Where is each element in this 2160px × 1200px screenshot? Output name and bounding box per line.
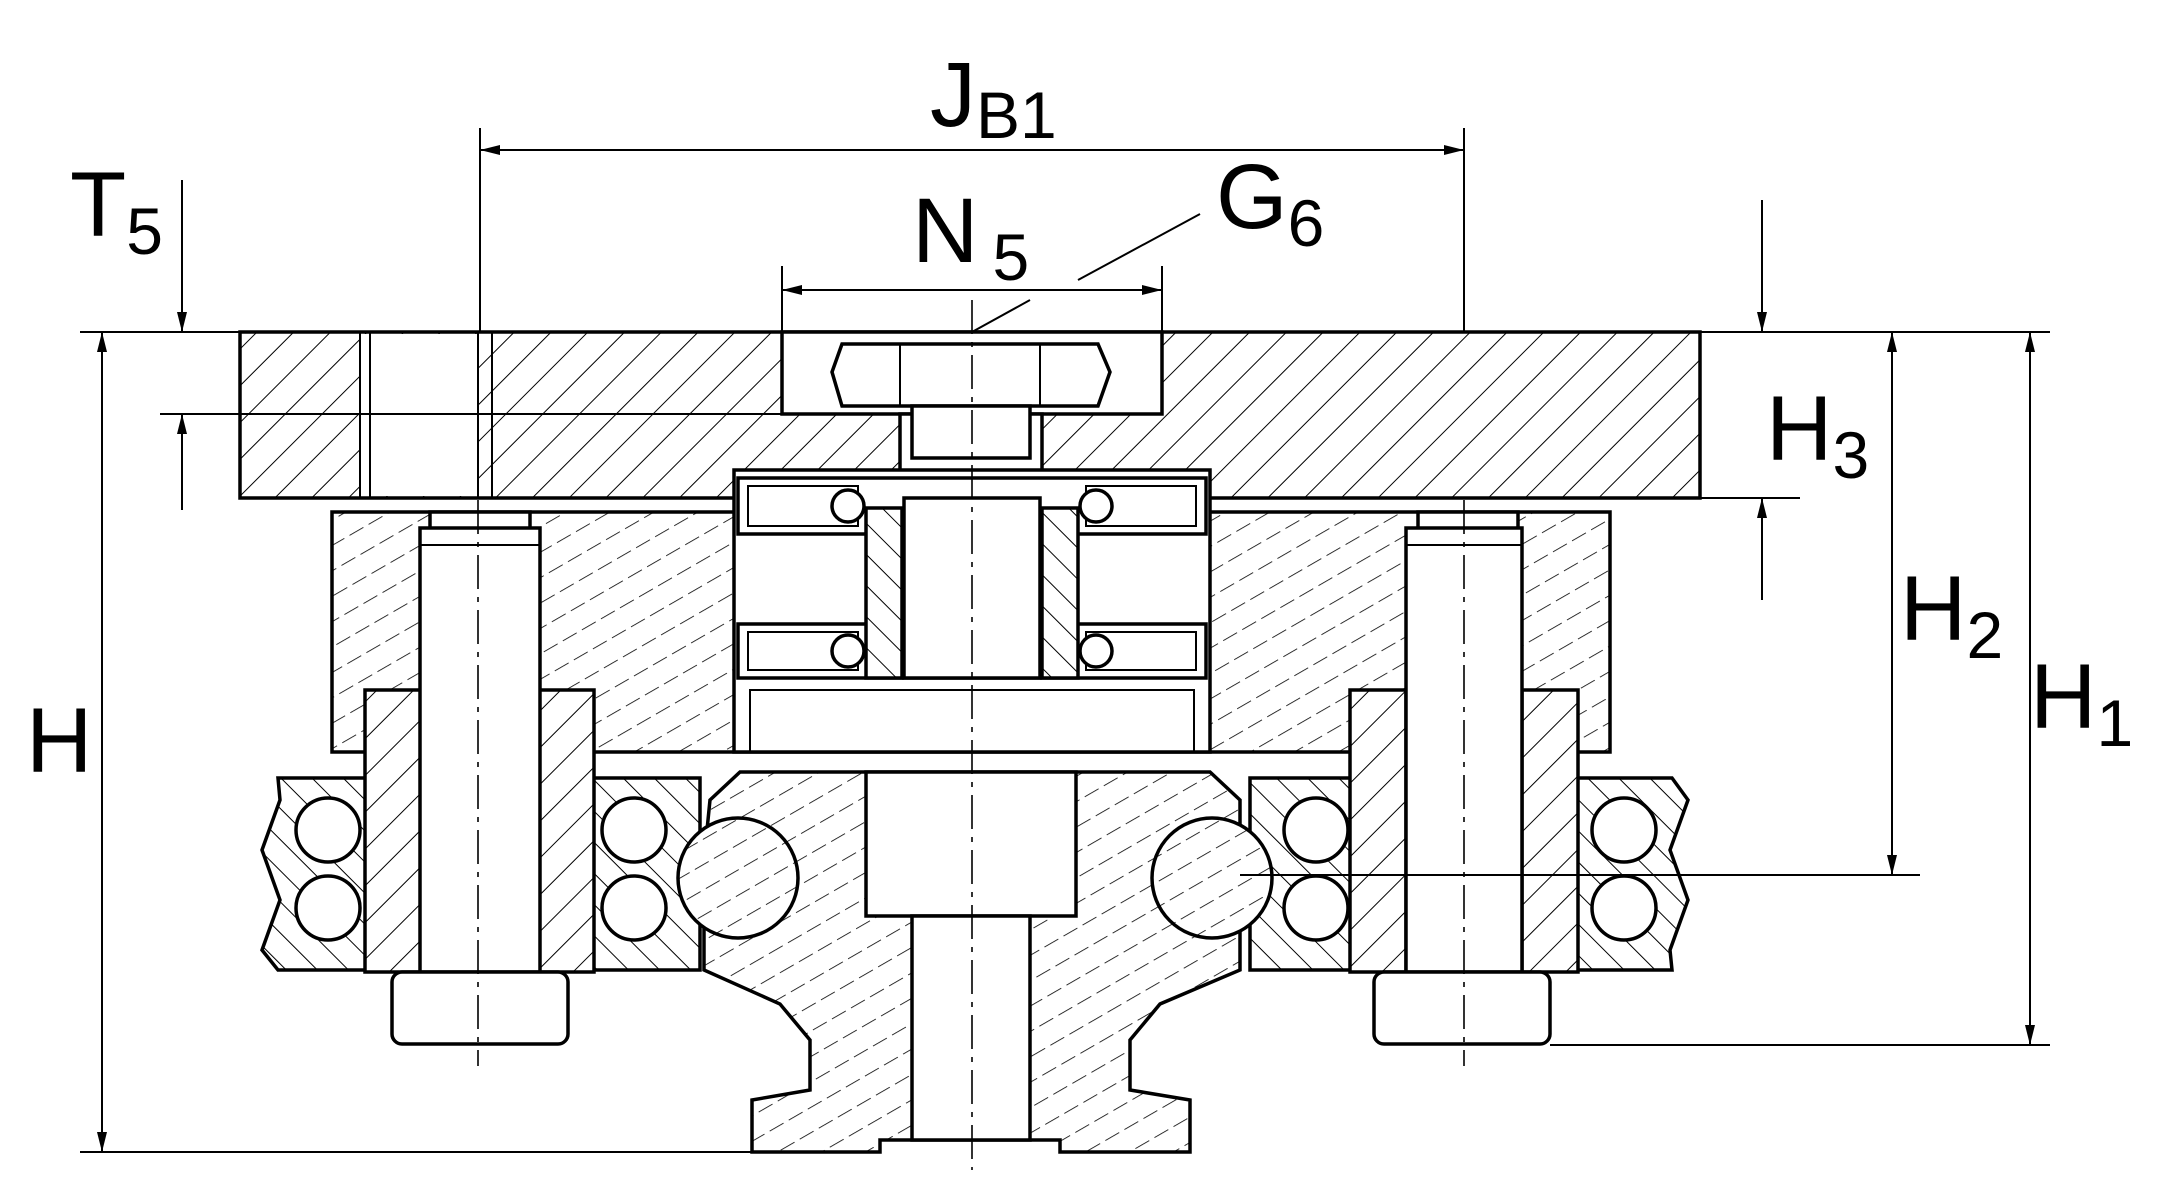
label-h3: H3 — [1766, 378, 1869, 492]
label-h: H — [26, 690, 92, 792]
label-h1: H1 — [2030, 646, 2133, 760]
label-h2: H2 — [1900, 558, 2003, 672]
center-lines — [477, 300, 1465, 1170]
label-jb1: JB1 — [930, 44, 1057, 152]
left-roller-unit — [260, 526, 800, 1046]
hex-head-bolt — [830, 342, 1112, 460]
label-t5: T5 — [70, 154, 163, 268]
dimension-lines — [80, 128, 2050, 1153]
label-g6: G6 — [1216, 146, 1324, 260]
